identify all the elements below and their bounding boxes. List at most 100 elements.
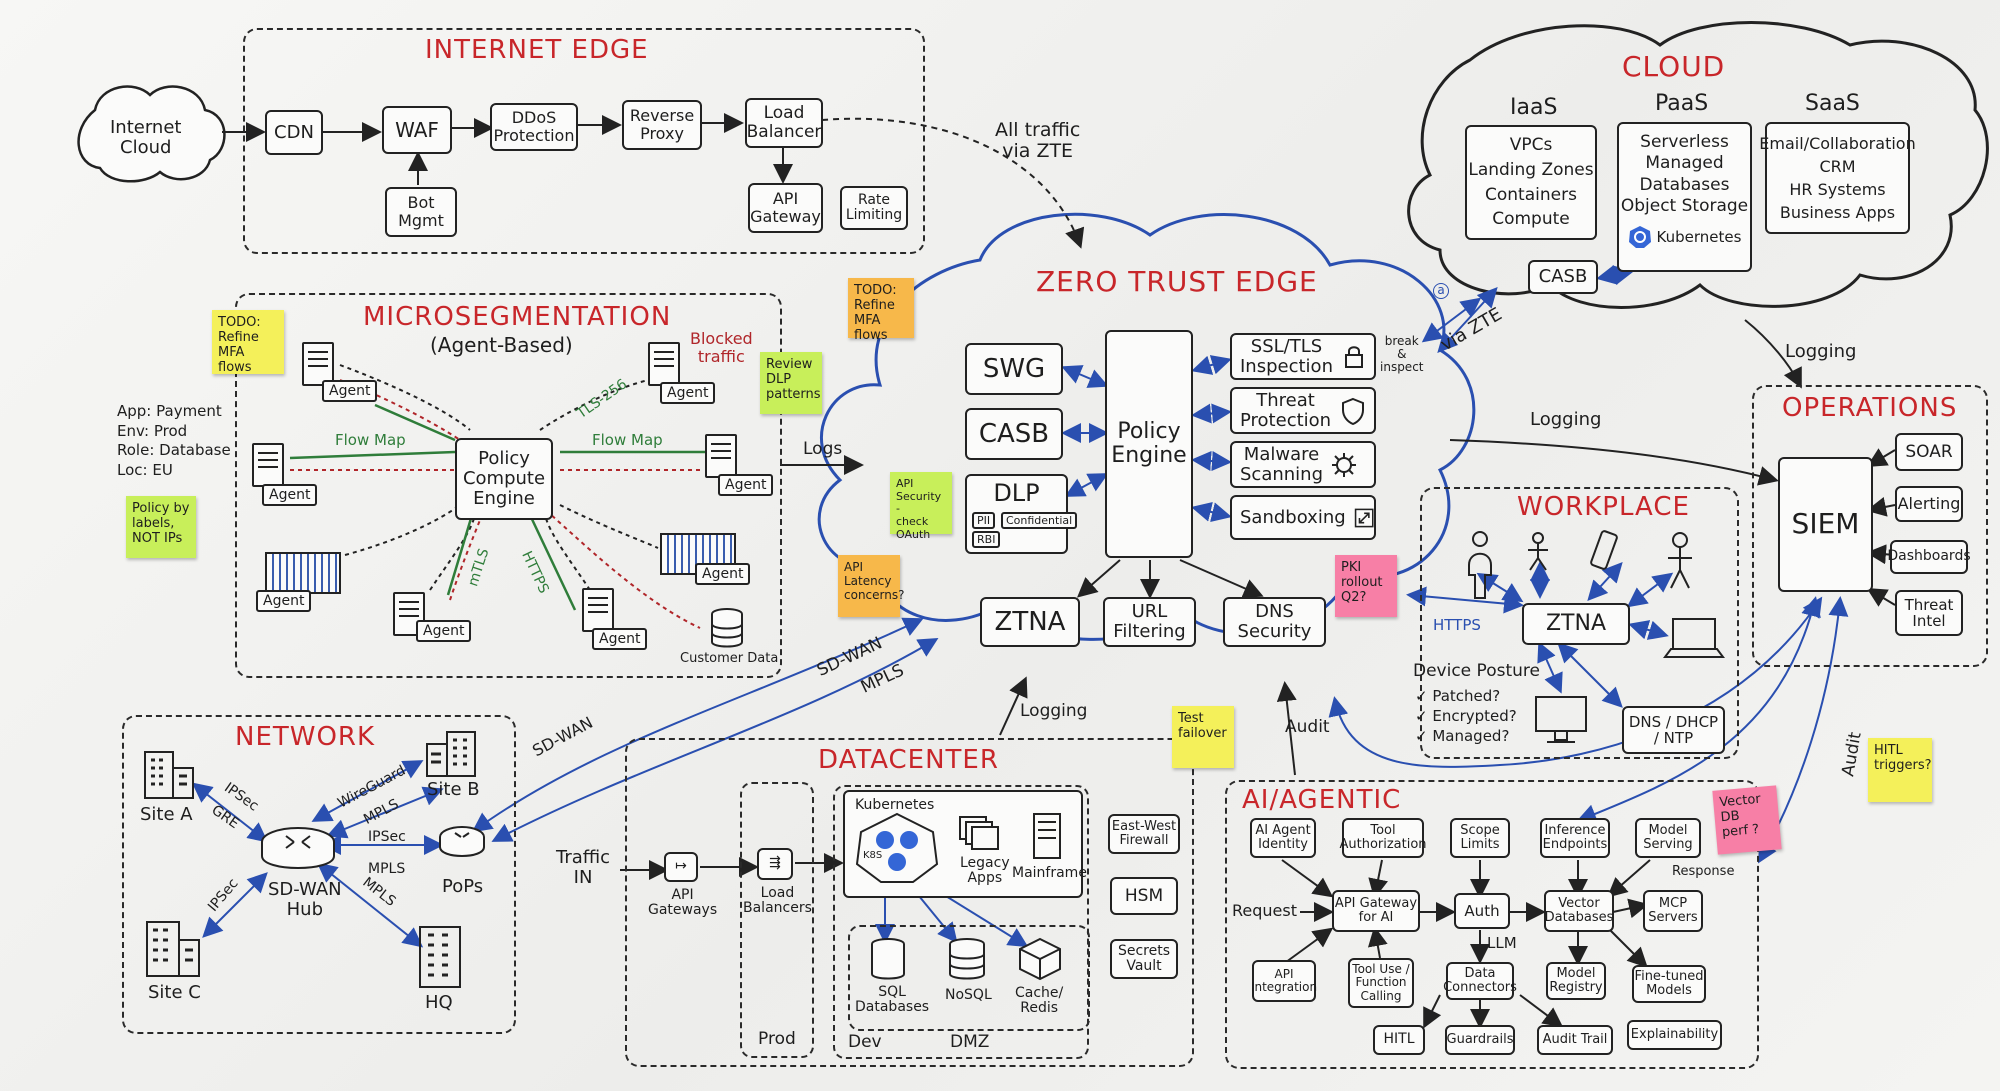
logs-label: Logs — [803, 439, 843, 459]
all-traffic-label: All traffic via ZTE — [995, 119, 1081, 162]
server-icon — [582, 588, 614, 632]
cloud-outline — [1407, 21, 1989, 309]
label-tags: App: Payment Env: Prod Role: Database Lo… — [117, 402, 231, 479]
secrets-vault-box: Secrets Vault — [1110, 939, 1178, 979]
laptop-icon — [1663, 618, 1725, 658]
hsm-box: HSM — [1110, 877, 1178, 915]
sticky-note: API Security - check OAuth — [890, 472, 952, 540]
dashboards-box: Dashboards — [1887, 540, 1971, 574]
east-west-firewall-box: East-West Firewall — [1108, 814, 1180, 854]
response-label: Response — [1672, 864, 1735, 879]
person-icon — [1528, 532, 1548, 571]
llm-label: LLM — [1487, 934, 1517, 952]
dev-label: Dev — [848, 1032, 882, 1052]
sticky-note: HITL triggers? — [1868, 738, 1932, 802]
microseg-title: MICROSEGMENTATION — [363, 302, 672, 332]
mobile-phone-icon — [1590, 530, 1618, 570]
zte-title: ZERO TRUST EDGE — [1036, 265, 1318, 298]
sql-databases-label: SQL Databases — [855, 984, 930, 1016]
iaas-label: IaaS — [1510, 95, 1558, 120]
posture-managed: ✓ Managed? — [1415, 727, 1510, 745]
server-icon — [705, 434, 737, 478]
server-icon — [648, 342, 680, 386]
ddos-box: DDoS Protection — [490, 103, 578, 151]
load-balancer-box: Load Balancer — [745, 98, 823, 148]
sdwan-hub-label: SD-WAN Hub — [268, 879, 342, 920]
agent-label: Agent — [256, 590, 312, 612]
rate-limiting-box: Rate Limiting — [840, 186, 908, 230]
sticky-note: Policy by labels, NOT IPs — [126, 496, 196, 558]
casb-cloud-box: CASB — [1528, 260, 1598, 294]
dlp-label: DLP — [993, 479, 1040, 507]
workplace-zone — [1420, 487, 1739, 759]
saas-label: SaaS — [1805, 91, 1860, 116]
posture-encrypted: ✓ Encrypted? — [1415, 707, 1517, 725]
load-balancers-label: Load Balancers — [743, 885, 812, 917]
building-icon — [419, 926, 461, 988]
iaas-box: VPCs Landing Zones Containers Compute — [1465, 125, 1597, 240]
posture-patched: ✓ Patched? — [1415, 687, 1501, 705]
rbi-tag: RBI — [972, 531, 1001, 548]
url-filtering-box: URL Filtering — [1103, 597, 1196, 647]
site-b-label: Site B — [427, 779, 480, 800]
mcp-servers-box: MCP Servers — [1643, 890, 1703, 932]
datacenter-zone — [625, 738, 1194, 1067]
sticky-note: TODO: Refine MFA flows — [848, 278, 914, 343]
agent-label: Agent — [592, 628, 648, 650]
kubernetes-label: Kubernetes — [1656, 227, 1742, 246]
ai-agent-identity-box: AI Agent Identity — [1250, 818, 1316, 858]
agent-label: Agent — [322, 380, 378, 402]
agent-label: Agent — [695, 563, 751, 585]
person-icon — [1668, 532, 1692, 589]
flow-map-right-label: Flow Map — [592, 431, 663, 449]
dmz-label: DMZ — [950, 1032, 990, 1052]
guardrails-box: Guardrails — [1445, 1025, 1515, 1055]
kubernetes-dc-label: Kubernetes — [855, 797, 935, 813]
ztna-workplace-box: ZTNA — [1522, 603, 1630, 645]
kubernetes-cluster-icon — [855, 812, 939, 883]
prod-zone — [740, 782, 814, 1058]
internet-edge-title: INTERNET EDGE — [425, 35, 649, 65]
fine-tuned-models-box: Fine-tuned Models — [1632, 965, 1706, 1003]
datacenter-title: DATACENTER — [818, 745, 999, 775]
lock-icon — [1344, 345, 1363, 368]
building-icon — [144, 751, 194, 799]
scope-limits-box: Scope Limits — [1450, 818, 1510, 858]
legacy-apps-label: Legacy Apps — [960, 855, 1010, 887]
ai-zone — [1225, 780, 1759, 1069]
customer-data-label: Customer Data — [680, 651, 779, 666]
logging-ops-label: Logging — [1530, 409, 1602, 430]
threat-protection-label: Threat Protection — [1240, 389, 1332, 431]
api-gateway-ai-box: API Gateway for AI — [1332, 890, 1420, 932]
router-icon — [261, 827, 335, 869]
agent-label: Agent — [660, 382, 716, 404]
ssl-inspection-box: SSL/TLS Inspection — [1230, 333, 1376, 380]
cache-cube-icon — [1019, 937, 1061, 981]
ipsec-pops-label: IPSec — [368, 829, 406, 845]
api-gateways-icon-box: ↦ — [664, 852, 698, 882]
casb-zte-box: CASB — [965, 408, 1063, 460]
dns-dhcp-ntp-box: DNS / DHCP / NTP — [1622, 706, 1725, 754]
hitl-box: HITL — [1373, 1025, 1425, 1055]
dmz-zone — [848, 925, 1090, 1031]
tool-use-box: Tool Use / Function Calling — [1348, 958, 1414, 1008]
desktop-monitor-icon — [1535, 696, 1587, 743]
blocked-traffic-label: Blocked traffic — [690, 329, 753, 366]
malware-scanning-label: Malware Scanning — [1240, 443, 1324, 485]
building-icon — [146, 921, 200, 977]
via-zte-circle-label: a — [1433, 283, 1449, 299]
nosql-label: NoSQL — [945, 987, 992, 1003]
logging-dc-label: Logging — [1020, 701, 1088, 721]
sandboxing-box: Sandboxing — [1230, 495, 1376, 540]
rack-server-icon — [265, 552, 341, 594]
swg-box: SWG — [965, 343, 1063, 395]
threat-intel-box: Threat Intel — [1895, 590, 1963, 636]
api-gateways-label: API Gateways — [648, 887, 718, 919]
nosql-database-icon — [949, 938, 985, 980]
kubernetes-icon — [1628, 226, 1651, 248]
reverse-proxy-box: Reverse Proxy — [622, 100, 702, 150]
building-icon — [426, 731, 476, 777]
microseg-zone — [235, 293, 782, 678]
